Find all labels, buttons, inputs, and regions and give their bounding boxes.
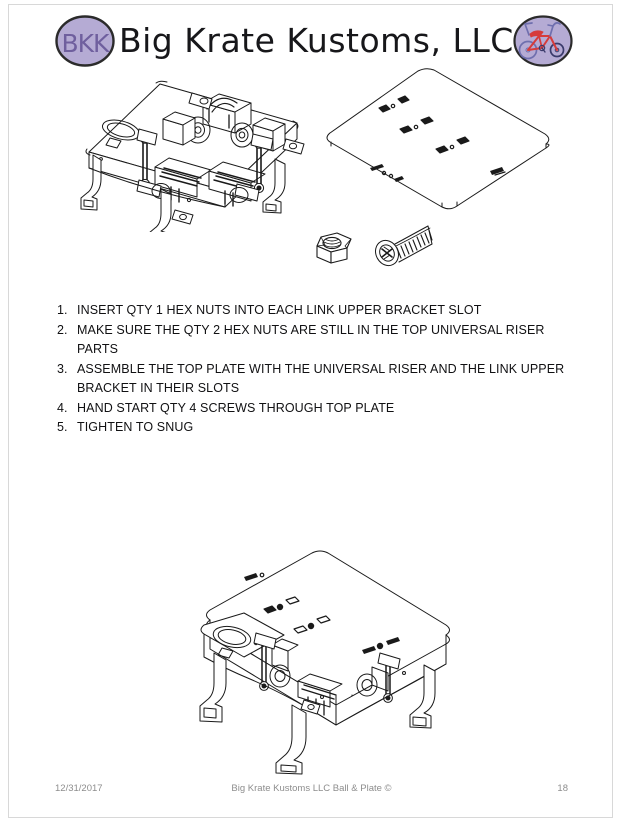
list-item: 4. HAND START QTY 4 SCREWS THROUGH TOP P… xyxy=(49,399,579,419)
step-number: 3. xyxy=(57,361,68,376)
figure-screw xyxy=(371,220,439,275)
list-item: 5. TIGHTEN TO SNUG xyxy=(49,418,579,438)
list-item: 3. ASSEMBLE THE TOP PLATE WITH THE UNIVE… xyxy=(49,360,579,399)
step-number: 5. xyxy=(57,420,68,434)
bkk-logo-badge: BKK xyxy=(54,14,116,68)
krate-bicycle-badge xyxy=(512,14,574,68)
step-text: TIGHTEN TO SNUG xyxy=(77,420,194,434)
step-number: 2. xyxy=(57,322,68,337)
footer-date: 12/31/2017 xyxy=(55,783,103,794)
page-title: Big Krate Kustoms, LLC. xyxy=(119,21,525,60)
step-text: HAND START QTY 4 SCREWS THROUGH TOP PLAT… xyxy=(77,400,395,415)
list-item: 1. INSERT QTY 1 HEX NUTS INTO EACH LINK … xyxy=(49,301,579,321)
bicycle-icon xyxy=(518,22,565,60)
step-text: ASSEMBLE THE TOP PLATE WITH THE UNIVERSA… xyxy=(77,361,565,396)
figure-top-plate xyxy=(322,63,557,215)
footer-copyright: Big Krate Kustoms LLC Ball & Plate © xyxy=(231,783,392,794)
figure-final-assembly xyxy=(184,545,474,775)
step-text: MAKE SURE THE QTY 2 HEX NUTS ARE STILL I… xyxy=(77,322,545,357)
footer-page-number: 18 xyxy=(557,783,568,794)
step-number: 4. xyxy=(57,400,68,415)
logo-monogram: BKK xyxy=(62,29,111,58)
list-item: 2. MAKE SURE THE QTY 2 HEX NUTS ARE STIL… xyxy=(49,321,579,360)
document-header: BKK Big Krate Kustoms, LLC. xyxy=(9,5,612,71)
document-page: BKK Big Krate Kustoms, LLC. xyxy=(8,4,613,818)
bike-badge-circle xyxy=(513,15,573,67)
logo-circle xyxy=(55,15,115,67)
instruction-list: 1. INSERT QTY 1 HEX NUTS INTO EACH LINK … xyxy=(49,301,579,438)
figure-hex-nut xyxy=(307,227,359,275)
step-number: 1. xyxy=(57,303,68,317)
document-footer: 12/31/2017 Big Krate Kustoms LLC Ball & … xyxy=(9,783,612,803)
figure-base-assembly xyxy=(57,67,319,232)
step-text: INSERT QTY 1 HEX NUTS INTO EACH LINK UPP… xyxy=(77,303,482,317)
